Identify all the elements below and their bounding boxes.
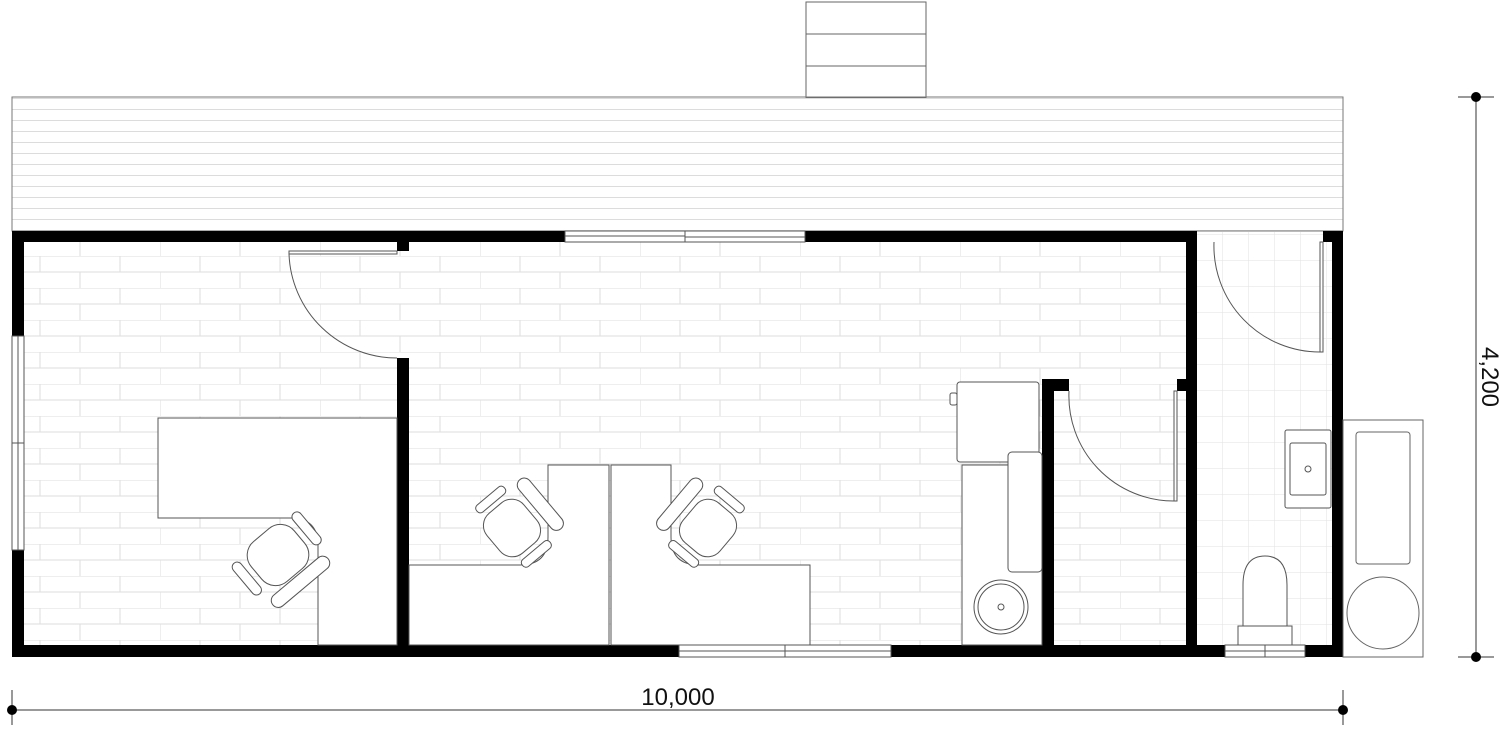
office-chair [231,511,331,608]
window-bathroom [1224,644,1306,658]
wash-basin [1284,429,1332,509]
dimension-height: 4,200 [1458,92,1500,662]
workstation-desks [408,464,811,646]
width-dimension-label: 10,000 [641,684,714,711]
entry-steps [805,1,927,99]
fridge [949,381,1040,463]
walls [12,231,1343,657]
height-dimension-label: 4,200 [1476,347,1500,407]
window-bottom [678,644,892,658]
doors [288,241,1324,502]
outdoor-unit [1342,419,1424,658]
kitchenette [949,381,1043,646]
window-left [11,335,25,551]
workstation-chair-right [656,477,745,568]
bathroom-fixtures [1237,429,1332,646]
office-door [288,250,398,359]
toilet [1237,555,1293,646]
window-top [564,230,806,243]
windows [11,230,1306,658]
sink-basin [973,579,1029,635]
workstation-chair-left [475,477,564,568]
office-desk [157,417,398,646]
closet-door [1068,390,1178,502]
dimension-width: 10,000 [7,684,1348,725]
bathroom-door [1213,241,1324,353]
deck [11,96,1344,232]
